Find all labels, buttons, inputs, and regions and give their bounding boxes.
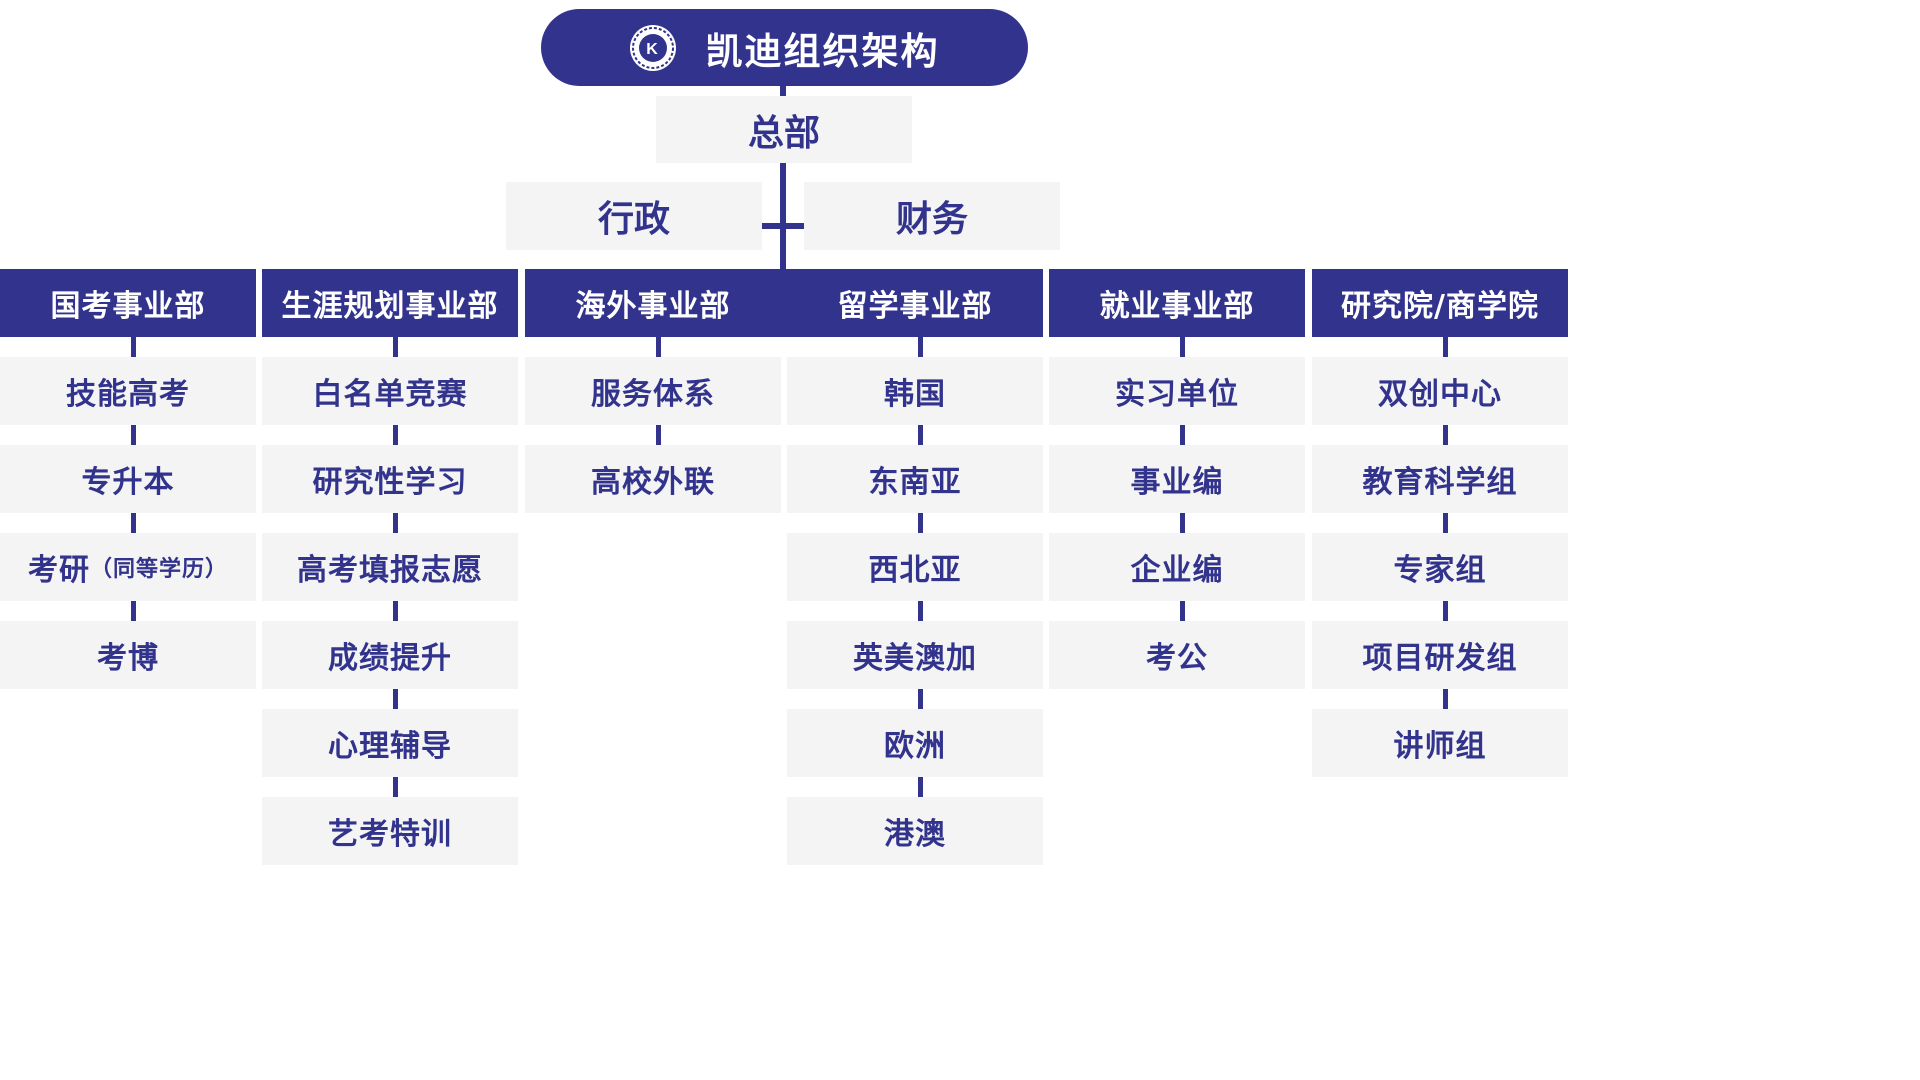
connector-dept5-item3 [1180,513,1185,533]
connector-dept2-item4 [393,601,398,621]
sub-unit-label: 心理辅导 [328,729,452,764]
connector-dept3-item2 [656,425,661,445]
sub-unit-label: 东南亚 [868,465,962,500]
sub-unit-label: 考公 [1146,641,1208,676]
connector-dept2-item3 [393,513,398,533]
sub-unit-box: 东南亚 [787,445,1043,513]
sub-unit-label: 企业编 [1130,553,1224,588]
connector-dept4-item6 [918,777,923,797]
sub-unit-box: 实习单位 [1049,357,1305,425]
sub-unit-box: 考研（同等学历） [0,533,256,601]
sub-unit-label: 专升本 [81,465,175,500]
sub-unit-label: 事业编 [1130,465,1224,500]
sub-unit-label: 教育科学组 [1362,465,1518,500]
connector-dept6-item5 [1443,689,1448,709]
sub-unit-label: 专家组 [1393,553,1487,588]
connector-dept6-item4 [1443,601,1448,621]
sub-unit-note: （同等学历） [89,557,228,582]
org-title: 凯迪组织架构 [705,29,940,73]
sub-unit-box: 服务体系 [525,357,781,425]
sub-unit-box: 技能高考 [0,357,256,425]
sub-unit-label: 港澳 [884,817,946,852]
sub-unit-label: 服务体系 [591,377,715,412]
sub-unit-label: 欧洲 [884,729,946,764]
sub-unit-label: 韩国 [884,377,946,412]
headquarters-box: 总部 [656,96,912,163]
connector-dept1-item2 [131,425,136,445]
sub-unit-box: 西北亚 [787,533,1043,601]
connector-dept2-item1 [393,337,398,357]
finance-box: 财务 [804,182,1060,250]
connector-dept4-item4 [918,601,923,621]
connector-dept1-item1 [131,337,136,357]
sub-unit-box: 高校外联 [525,445,781,513]
connector-title-hq [780,86,786,96]
sub-unit-box: 专家组 [1312,533,1568,601]
sub-unit-box: 欧洲 [787,709,1043,777]
connector-dept4-item1 [918,337,923,357]
department-header-4: 留学事业部 [787,269,1043,337]
sub-unit-box: 高考填报志愿 [262,533,518,601]
connector-trunk-crossbar [762,223,804,229]
department-header-1: 国考事业部 [0,269,256,337]
org-chart: K 凯迪组织架构 总部 行政 财务 国考事业部技能高考专升本考研（同等学历） 考博… [0,9,1568,865]
connector-dept4-item2 [918,425,923,445]
department-header-2: 生涯规划事业部 [262,269,518,337]
sub-unit-box: 英美澳加 [787,621,1043,689]
connector-dept2-item6 [393,777,398,797]
sub-unit-label: 考博 [97,641,159,676]
sub-unit-label: 技能高考 [66,377,190,412]
department-header-3: 海外事业部 [525,269,781,337]
sub-unit-label: 高校外联 [591,465,715,500]
org-title-banner: K 凯迪组织架构 [541,9,1028,86]
connector-hq-trunk [780,163,786,269]
sub-unit-label: 西北亚 [868,553,962,588]
logo-letter: K [646,41,660,58]
sub-unit-box: 双创中心 [1312,357,1568,425]
connector-dept6-item2 [1443,425,1448,445]
sub-unit-box: 考博 [0,621,256,689]
sub-unit-label: 艺考特训 [328,817,452,852]
sub-unit-label: 成绩提升 [328,641,452,676]
connector-dept1-item4 [131,601,136,621]
sub-unit-label: 考研 [27,553,90,588]
sub-unit-label: 英美澳加 [853,641,977,676]
sub-unit-box: 企业编 [1049,533,1305,601]
connector-dept3-item1 [656,337,661,357]
sub-unit-box: 专升本 [0,445,256,513]
department-header-5: 就业事业部 [1049,269,1305,337]
connector-dept5-item1 [1180,337,1185,357]
connector-dept5-item2 [1180,425,1185,445]
connector-dept6-item3 [1443,513,1448,533]
sub-unit-box: 港澳 [787,797,1043,865]
sub-unit-box: 教育科学组 [1312,445,1568,513]
sub-unit-label: 研究性学习 [312,465,468,500]
connector-dept6-item1 [1443,337,1448,357]
sub-unit-box: 项目研发组 [1312,621,1568,689]
sub-unit-label: 项目研发组 [1362,641,1518,676]
sub-unit-box: 考公 [1049,621,1305,689]
sub-unit-label: 白名单竞赛 [312,377,468,412]
sub-unit-label: 高考填报志愿 [297,553,483,588]
connector-dept1-item3 [131,513,136,533]
connector-dept2-item5 [393,689,398,709]
sub-unit-box: 艺考特训 [262,797,518,865]
sub-unit-box: 研究性学习 [262,445,518,513]
admin-box: 行政 [506,182,762,250]
sub-unit-box: 韩国 [787,357,1043,425]
sub-unit-box: 讲师组 [1312,709,1568,777]
sub-unit-box: 成绩提升 [262,621,518,689]
connector-dept4-item3 [918,513,923,533]
sub-unit-box: 事业编 [1049,445,1305,513]
sub-unit-box: 白名单竞赛 [262,357,518,425]
sub-unit-label: 双创中心 [1378,377,1502,412]
connector-dept4-item5 [918,689,923,709]
connector-dept2-item2 [393,425,398,445]
department-header-6: 研究院/商学院 [1312,269,1568,337]
sub-unit-label: 实习单位 [1115,377,1239,412]
sub-unit-box: 心理辅导 [262,709,518,777]
company-logo-icon: K [629,24,676,71]
sub-unit-label: 讲师组 [1393,729,1487,764]
connector-dept5-item4 [1180,601,1185,621]
